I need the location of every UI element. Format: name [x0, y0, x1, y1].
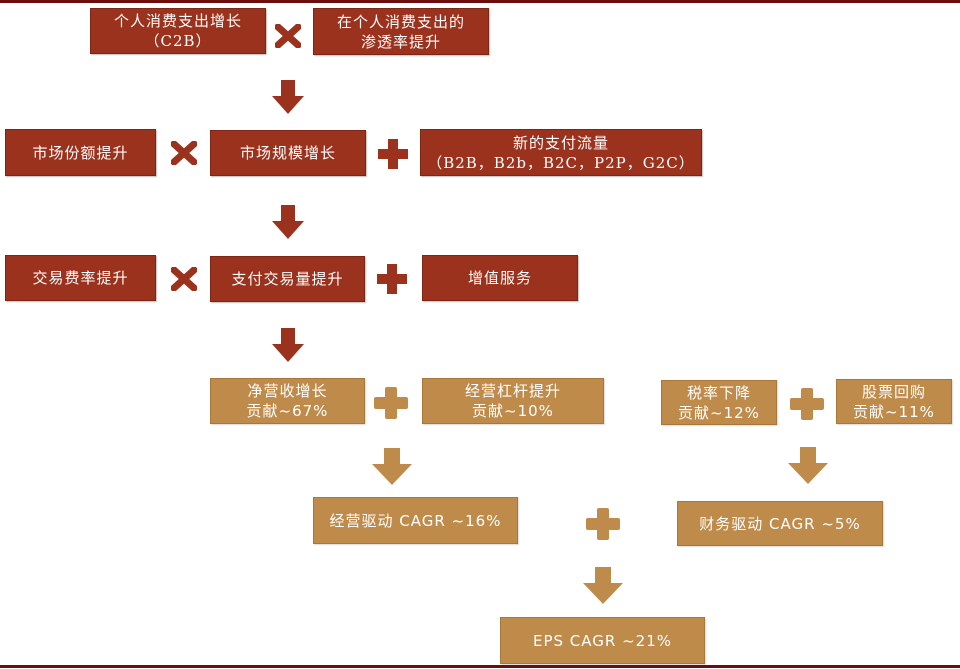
- box-line: 经营驱动 CAGR ~16%: [329, 511, 502, 530]
- box-net-revenue-growth: 净营收增长 贡献~67%: [210, 378, 365, 424]
- box-value-added-services: 增值服务: [422, 255, 578, 301]
- multiply-icon: [275, 24, 301, 48]
- multiply-icon: [171, 267, 197, 291]
- down-arrow-icon: [583, 567, 623, 604]
- box-payment-volume: 支付交易量提升: [210, 256, 365, 302]
- down-arrow-icon: [788, 447, 828, 484]
- box-line: 贡献~67%: [246, 402, 329, 420]
- box-share-buyback: 股票回购 贡献~11%: [836, 379, 952, 424]
- box-line: 新的支付流量: [512, 133, 609, 152]
- box-line: 支付交易量提升: [231, 270, 344, 288]
- box-line: 贡献~12%: [678, 403, 760, 422]
- plus-icon: [377, 264, 407, 294]
- box-line: 贡献~11%: [853, 402, 935, 421]
- box-market-share: 市场份额提升: [5, 129, 156, 176]
- box-operating-leverage: 经营杠杆提升 贡献~10%: [422, 378, 604, 424]
- box-line: 在个人消费支出的: [336, 12, 465, 31]
- box-line: 财务驱动 CAGR ~5%: [699, 514, 861, 533]
- box-eps-cagr: EPS CAGR ~21%: [500, 617, 705, 664]
- box-tax-rate-decline: 税率下降 贡献~12%: [661, 380, 777, 425]
- plus-icon: [374, 387, 408, 419]
- box-line: 贡献~10%: [472, 402, 554, 420]
- box-line: 股票回购: [861, 382, 926, 401]
- plus-icon: [378, 139, 408, 169]
- box-line: 个人消费支出增长: [113, 12, 242, 30]
- box-line: 市场规模增长: [239, 144, 336, 162]
- box-market-size: 市场规模增长: [210, 130, 366, 176]
- box-operating-driven-cagr: 经营驱动 CAGR ~16%: [313, 497, 518, 544]
- down-arrow-icon: [272, 328, 304, 362]
- box-line: 渗透率提升: [360, 32, 441, 51]
- box-line: 净营收增长: [247, 382, 328, 400]
- down-arrow-icon: [272, 80, 304, 114]
- down-arrow-icon: [272, 205, 304, 239]
- plus-icon: [586, 508, 620, 540]
- bottom-rule: [0, 665, 960, 668]
- box-line: 市场份额提升: [32, 143, 129, 162]
- multiply-icon: [171, 141, 197, 165]
- plus-icon: [790, 388, 824, 420]
- box-line: EPS CAGR ~21%: [532, 631, 672, 650]
- box-line: （B2B，B2b，B2C，P2P，G2C）: [427, 153, 695, 172]
- box-line: （C2B）: [144, 32, 212, 50]
- down-arrow-icon: [372, 448, 412, 485]
- box-line: 交易费率提升: [32, 269, 129, 287]
- top-rule: [0, 0, 960, 3]
- box-financial-driven-cagr: 财务驱动 CAGR ~5%: [677, 501, 883, 546]
- box-line: 增值服务: [467, 269, 532, 287]
- box-transaction-fee-rate: 交易费率提升: [5, 255, 156, 301]
- box-penetration-rate: 在个人消费支出的 渗透率提升: [313, 8, 489, 55]
- box-line: 税率下降: [686, 383, 751, 402]
- box-consumer-spending-growth: 个人消费支出增长 （C2B）: [90, 8, 266, 54]
- box-new-payment-flows: 新的支付流量 （B2B，B2b，B2C，P2P，G2C）: [420, 129, 702, 176]
- box-line: 经营杠杆提升: [464, 382, 561, 400]
